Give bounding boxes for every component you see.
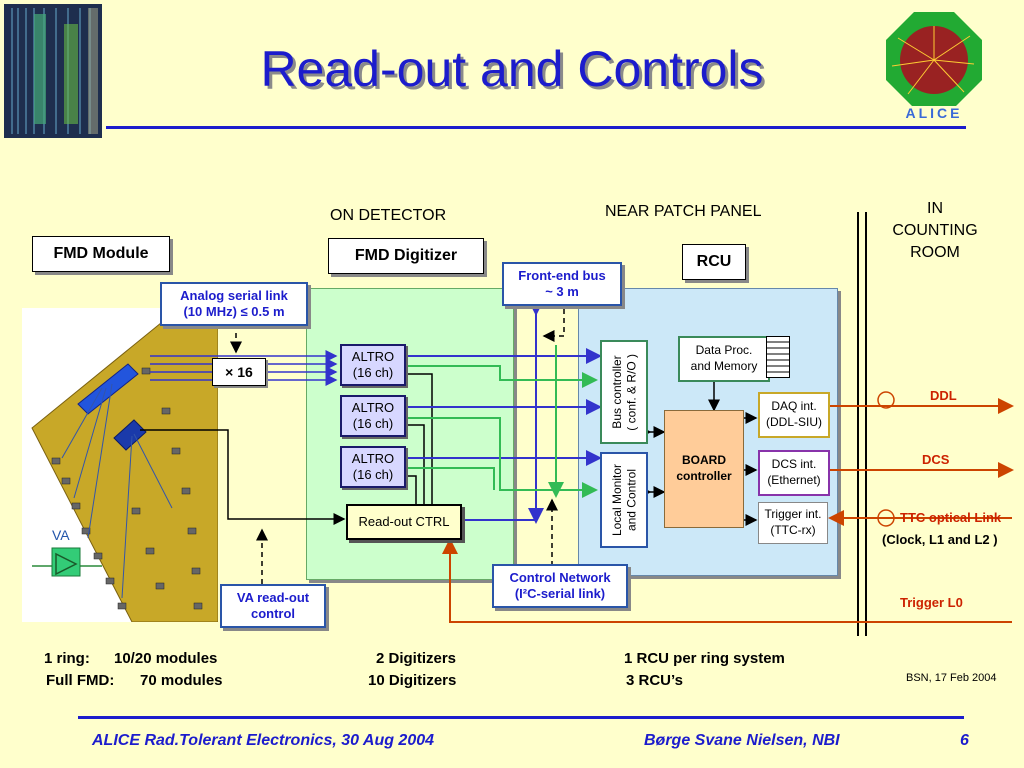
footer-author: Børge Svane Nielsen, NBI — [644, 732, 840, 749]
multiplier-x16: × 16 — [212, 358, 266, 386]
fmd-module-label: FMD Module — [32, 236, 170, 272]
counting-room-line3: ROOM — [910, 244, 960, 261]
stat-rcu-full: 3 RCU’s — [626, 672, 683, 689]
daq-interface: DAQ int. (DDL-SIU) — [758, 392, 830, 438]
trigger-line1: Trigger int. — [764, 507, 822, 522]
board-controller: BOARD controller — [664, 410, 744, 528]
counting-room-line1: IN — [927, 200, 943, 217]
ttc-link-sublabel: (Clock, L1 and L2 ) — [882, 532, 998, 547]
stat-full-modules: 70 modules — [140, 672, 223, 689]
local-monitor-line2: and Control — [624, 468, 638, 532]
frontend-bus-line2: ~ 3 m — [545, 284, 579, 299]
date-note: BSN, 17 Feb 2004 — [906, 672, 997, 684]
board-controller-line2: controller — [676, 469, 732, 483]
alice-logo — [878, 8, 990, 124]
frontend-bus-callout: Front-end bus ~ 3 m — [502, 262, 622, 306]
dcs-line1: DCS int. — [771, 457, 817, 472]
bus-controller-line1: Bus controller — [609, 355, 624, 429]
footer-left: ALICE Rad.Tolerant Electronics, 30 Aug 2… — [92, 732, 435, 749]
header-counting-room: IN COUNTING ROOM — [872, 198, 998, 264]
bus-controller-line2: ( conf. & R/O ) — [624, 353, 638, 431]
ttc-link-label: TTC optical Link — [900, 510, 1002, 525]
analog-link-line1: Analog serial link — [180, 287, 288, 303]
va-amplifier-symbol — [32, 544, 102, 580]
footer-page-number: 6 — [960, 732, 969, 749]
stat-ring-label: 1 ring: — [44, 650, 90, 667]
trigger-l0-label: Trigger L0 — [900, 595, 963, 610]
detector-chip-image — [4, 4, 102, 138]
memory-stack-icon — [766, 336, 790, 378]
daq-line2: (DDL-SIU) — [766, 415, 822, 429]
va-readout-line2: control — [250, 606, 296, 621]
control-network-line1: Control Network — [509, 569, 611, 585]
altro-chip-1: ALTRO (16 ch) — [340, 344, 406, 386]
altro-1-name: ALTRO — [351, 348, 395, 364]
altro-3-name: ALTRO — [351, 450, 395, 466]
analog-link-callout: Analog serial link (10 MHz) ≤ 0.5 m — [160, 282, 308, 326]
readout-ctrl: Read-out CTRL — [346, 504, 462, 540]
board-controller-line1: BOARD — [682, 453, 726, 468]
data-proc-line1: Data Proc. — [695, 343, 753, 358]
altro-2-channels: (16 ch) — [352, 416, 394, 431]
counting-room-line2: COUNTING — [892, 222, 978, 239]
title-rule — [106, 126, 966, 129]
header-on-detector: ON DETECTOR — [330, 207, 447, 224]
data-proc-memory: Data Proc. and Memory — [678, 336, 770, 382]
stat-ring-modules: 10/20 modules — [114, 650, 218, 667]
altro-chip-2: ALTRO (16 ch) — [340, 395, 406, 437]
altro-1-channels: (16 ch) — [352, 365, 394, 380]
local-monitor-control: Local Monitor and Control — [600, 452, 648, 548]
footer-rule — [78, 716, 964, 719]
dcs-link-label: DCS — [922, 452, 950, 467]
stat-rcu-ring: 1 RCU per ring system — [624, 650, 785, 667]
ddl-link-label: DDL — [930, 388, 957, 403]
control-network-line2: (I²C-serial link) — [514, 586, 606, 601]
stat-full-label: Full FMD: — [46, 672, 115, 689]
alice-logo-text: ALICE — [905, 105, 963, 121]
va-label: VA — [52, 527, 70, 543]
header-near-patch-panel: NEAR PATCH PANEL — [605, 203, 762, 220]
stat-digitizers-ring: 2 Digitizers — [376, 650, 457, 667]
altro-chip-3: ALTRO (16 ch) — [340, 446, 406, 488]
altro-2-name: ALTRO — [351, 399, 395, 415]
dcs-interface: DCS int. (Ethernet) — [758, 450, 830, 496]
fmd-digitizer-label: FMD Digitizer — [328, 238, 484, 274]
trigger-interface: Trigger int. (TTC-rx) — [758, 502, 828, 544]
control-network-callout: Control Network (I²C-serial link) — [492, 564, 628, 608]
daq-line1: DAQ int. — [771, 399, 817, 414]
stat-digitizers-full: 10 Digitizers — [368, 672, 457, 689]
analog-link-line2: (10 MHz) ≤ 0.5 m — [183, 304, 285, 319]
frontend-bus-line1: Front-end bus — [518, 267, 606, 283]
dcs-line2: (Ethernet) — [767, 473, 821, 487]
va-readout-line1: VA read-out — [236, 589, 310, 605]
data-proc-line2: and Memory — [690, 359, 758, 373]
va-readout-callout: VA read-out control — [220, 584, 326, 628]
page-title: Read-out and Controls — [260, 41, 764, 97]
bus-controller: Bus controller ( conf. & R/O ) — [600, 340, 648, 444]
local-monitor-line1: Local Monitor — [609, 463, 624, 537]
altro-3-channels: (16 ch) — [352, 467, 394, 482]
rcu-label: RCU — [682, 244, 746, 280]
trigger-line2: (TTC-rx) — [770, 523, 816, 537]
